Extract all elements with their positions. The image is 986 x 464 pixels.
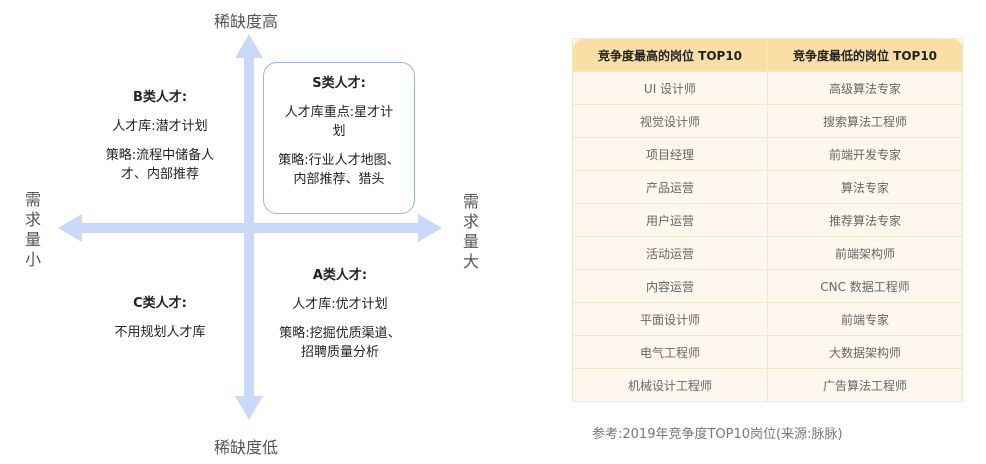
cell-highest: 项目经理 — [572, 137, 768, 171]
horizontal-axis — [80, 223, 420, 233]
quadrant-a-title: A类人才: — [312, 268, 368, 283]
quadrant-a: A类人才: 人才库:优才计划 策略:挖掘优质渠道、 招聘质量分析 — [265, 266, 415, 362]
quadrant-s-line1b: 划 — [332, 124, 346, 139]
quadrant-s: S类人才: 人才库重点:星才计 划 策略:行业人才地图、 内部推荐、猎头 — [267, 74, 411, 189]
cell-highest: 电气工程师 — [572, 335, 768, 369]
quadrant-a-line3: 招聘质量分析 — [300, 345, 379, 360]
axis-arrow-right — [418, 214, 442, 242]
quadrant-b-title: B类人才: — [132, 90, 188, 105]
axis-arrow-down — [235, 396, 263, 420]
quadrant-c-line1: 不用规划人才库 — [114, 325, 206, 340]
quadrant-c-title: C类人才: — [133, 296, 187, 311]
axis-arrow-left — [58, 214, 82, 242]
quadrant-c: C类人才: 不用规划人才库 — [95, 294, 225, 342]
cell-lowest: 算法专家 — [767, 170, 963, 204]
table-row: 平面设计师前端专家 — [572, 302, 963, 336]
table-row: 机械设计工程师广告算法工程师 — [572, 368, 963, 402]
header-lowest: 竞争度最低的岗位 TOP10 — [767, 38, 963, 72]
table-header-row: 竞争度最高的岗位 TOP10 竞争度最低的岗位 TOP10 — [572, 38, 963, 72]
table-row: UI 设计师高级算法专家 — [572, 71, 963, 105]
quadrant-s-line3: 内部推荐、猎头 — [293, 172, 385, 187]
quadrant-s-line1: 人才库重点:星才计 — [284, 105, 394, 120]
cell-highest: 内容运营 — [572, 269, 768, 303]
cell-highest: 用户运营 — [572, 203, 768, 237]
table-row: 用户运营推荐算法专家 — [572, 203, 963, 237]
header-highest: 竞争度最高的岗位 TOP10 — [572, 38, 768, 72]
cell-lowest: 前端专家 — [767, 302, 963, 336]
axis-label-top: 稀缺度高 — [214, 12, 279, 31]
cell-lowest: 前端架构师 — [767, 236, 963, 270]
ranking-table: 竞争度最高的岗位 TOP10 竞争度最低的岗位 TOP10 UI 设计师高级算法… — [572, 38, 963, 402]
s-quadrant-box — [263, 62, 415, 214]
table-row: 项目经理前端开发专家 — [572, 137, 963, 171]
cell-lowest: 高级算法专家 — [767, 71, 963, 105]
quadrant-a-line1: 人才库:优才计划 — [292, 297, 388, 312]
axis-arrow-up — [235, 34, 263, 58]
cell-lowest: 大数据架构师 — [767, 335, 963, 369]
cell-highest: UI 设计师 — [572, 71, 768, 105]
table-row: 活动运营前端架构师 — [572, 236, 963, 270]
quadrant-s-line2: 策略:行业人才地图、 — [278, 153, 400, 168]
table-row: 电气工程师大数据架构师 — [572, 335, 963, 369]
cell-lowest: CNC 数据工程师 — [767, 269, 963, 303]
quadrant-b-line3: 才、内部推荐 — [120, 167, 199, 182]
cell-highest: 平面设计师 — [572, 302, 768, 336]
cell-highest: 视觉设计师 — [572, 104, 768, 138]
quadrant-a-line2: 策略:挖掘优质渠道、 — [279, 326, 401, 341]
axis-label-bottom: 稀缺度低 — [214, 438, 279, 457]
table-row: 视觉设计师搜索算法工程师 — [572, 104, 963, 138]
cell-lowest: 前端开发专家 — [767, 137, 963, 171]
table-caption: 参考:2019年竞争度TOP10岗位(来源:脉脉) — [592, 427, 843, 442]
cell-lowest: 广告算法工程师 — [767, 368, 963, 402]
cell-highest: 机械设计工程师 — [572, 368, 768, 402]
quadrant-b: B类人才: 人才库:潜才计划 策略:流程中储备人 才、内部推荐 — [95, 88, 225, 184]
cell-lowest: 搜索算法工程师 — [767, 104, 963, 138]
quadrant-b-line2: 策略:流程中储备人 — [105, 148, 215, 163]
cell-lowest: 推荐算法专家 — [767, 203, 963, 237]
cell-highest: 产品运营 — [572, 170, 768, 204]
quadrant-b-line1: 人才库:潜才计划 — [112, 119, 208, 134]
quadrant-s-title: S类人才: — [312, 76, 366, 91]
table-row: 产品运营算法专家 — [572, 170, 963, 204]
axis-label-left: 需求量小 — [24, 190, 41, 269]
axis-label-right: 需求量大 — [462, 192, 479, 271]
cell-highest: 活动运营 — [572, 236, 768, 270]
